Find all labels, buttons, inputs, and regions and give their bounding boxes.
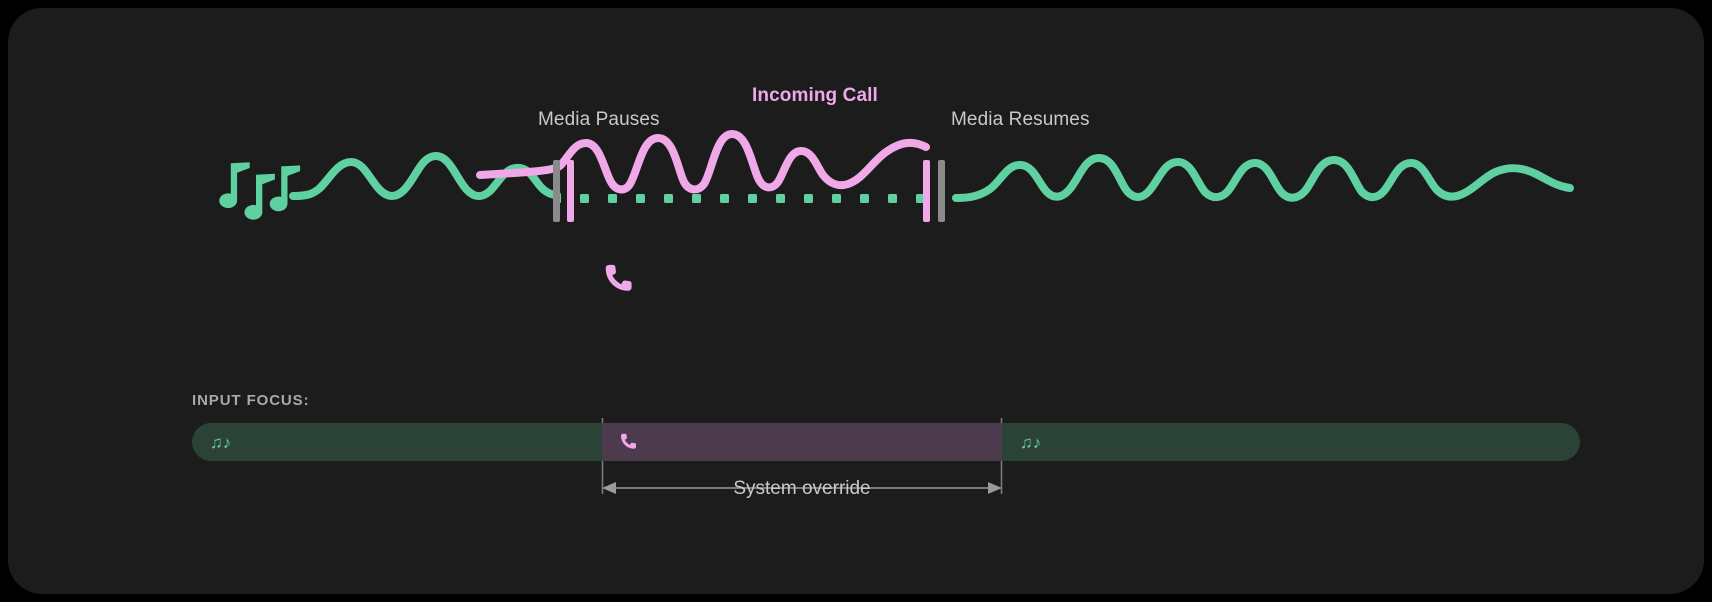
system-override-bracket [601, 418, 1003, 494]
media-muted-dotted-line [557, 194, 925, 203]
label-media-resumes: Media Resumes [951, 109, 1090, 130]
pause-divider-gray [553, 160, 560, 222]
focus-segment-call[interactable] [602, 423, 1002, 461]
resume-divider-pink [923, 160, 930, 222]
call-waveform [476, 130, 930, 194]
input-focus-title: INPUT FOCUS: [192, 392, 310, 409]
timeline-panel: Media Pauses Incoming Call Media Resumes [8, 8, 1704, 338]
waveform-diagram [219, 130, 1574, 291]
input-focus-panel: INPUT FOCUS: ♫♪ ♫♪ System override [8, 338, 1704, 594]
scene-card: Media Pauses Incoming Call Media Resumes… [8, 8, 1704, 594]
pause-divider-pink [567, 160, 574, 222]
focus-segment-media-right[interactable]: ♫♪ [1002, 423, 1580, 461]
label-media-pauses: Media Pauses [538, 109, 660, 130]
phone-glyph [620, 433, 637, 449]
music-notes-icon: ♫♪ [210, 432, 232, 452]
music-notes-icon [219, 162, 301, 220]
phone-icon [605, 264, 632, 291]
focus-segment-media-left[interactable]: ♫♪ [192, 423, 602, 461]
resume-divider-gray [938, 160, 945, 222]
music-notes-icon: ♫♪ [1020, 432, 1042, 452]
media-waveform-after [952, 154, 1574, 202]
label-incoming-call: Incoming Call [752, 85, 878, 106]
phone-icon [620, 432, 637, 452]
